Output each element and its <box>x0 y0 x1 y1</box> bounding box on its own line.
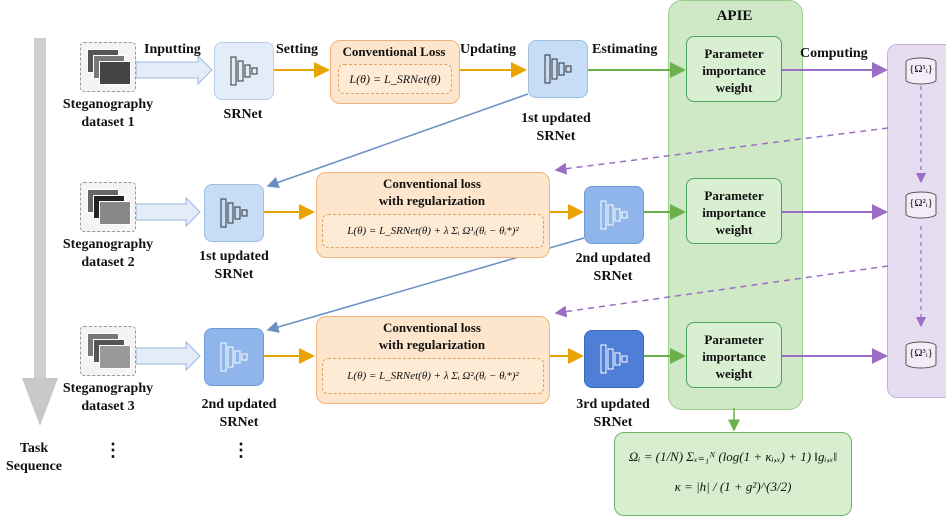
param-3-line-1: Parameter <box>704 332 764 347</box>
dataset-2-icon <box>80 182 136 232</box>
param-2-line-3: weight <box>715 222 753 237</box>
formula-kappa: κ = |h| / (1 + g²)^(3/2) <box>674 479 792 494</box>
srnet-2-updated-label-1: 2nd updated <box>575 251 651 266</box>
srnet-3-updated-label-2: SRNet <box>593 415 633 430</box>
omega-3-label: {Ω³ᵢ} <box>909 347 933 359</box>
dataset-2-label-1: Steganography <box>62 237 154 252</box>
dataset-1-label-2: dataset 1 <box>81 115 135 130</box>
srnet-3-input-label-1: 2nd updated <box>201 397 277 412</box>
srnet-1-icon <box>214 42 274 100</box>
param-1-line-1: Parameter <box>704 46 764 61</box>
param-box-3: Parameter importance weight <box>686 322 782 388</box>
srnet-3-input-icon <box>204 328 264 386</box>
loss-2-formula: L(θ) = L_SRNet(θ) + λ Σᵢ Ω¹ᵢ(θᵢ − θᵢ*)² <box>322 214 544 248</box>
param-box-2: Parameter importance weight <box>686 178 782 244</box>
srnet-1-updated-label-1: 1st updated <box>521 111 591 126</box>
srnet-3-input-label-2: SRNet <box>219 415 259 430</box>
srnet-1-updated-label-2: SRNet <box>536 129 576 144</box>
estimating-label: Estimating <box>592 42 658 57</box>
srnet-1-label: SRNet <box>223 107 263 122</box>
omega-1-label: {Ω¹ᵢ} <box>909 63 933 75</box>
omega-3-icon <box>905 341 937 369</box>
loss-1-formula: L(θ) = L_SRNet(θ) <box>338 64 452 94</box>
formula-omega: Ωᵢ = (1/N) Σₓ₌₁ᴺ (log(1 + κᵢ,ₓ) + 1) ‖gᵢ… <box>628 449 838 464</box>
omega-2-icon <box>905 191 937 219</box>
param-1-line-2: importance <box>702 63 766 78</box>
omega-panel <box>887 44 946 398</box>
dataset-2-label-2: dataset 2 <box>81 255 135 270</box>
computing-label: Computing <box>800 46 868 61</box>
param-box-1: Parameter importance weight <box>686 36 782 102</box>
srnet-2-updated-icon <box>584 186 644 244</box>
ellipsis-datasets: ⋮ <box>104 440 122 460</box>
param-3-line-3: weight <box>715 366 753 381</box>
srnet-2-input-label-2: SRNet <box>214 267 254 282</box>
srnet-1-updated-icon <box>528 40 588 98</box>
loss-2-title-2: with regularization <box>378 193 486 208</box>
loss-3-formula: L(θ) = L_SRNet(θ) + λ Σᵢ Ω²ᵢ(θᵢ − θᵢ*)² <box>322 358 544 394</box>
loss-1-title: Conventional Loss <box>342 44 446 59</box>
param-2-line-1: Parameter <box>704 188 764 203</box>
sequence-label: Sequence <box>6 459 62 474</box>
dataset-1-icon <box>80 42 136 92</box>
param-3-line-2: importance <box>702 349 766 364</box>
srnet-3-updated-label-1: 3rd updated <box>576 397 650 412</box>
apie-title: APIE <box>716 8 753 24</box>
omega-2-label: {Ω²ᵢ} <box>909 197 933 209</box>
srnet-2-updated-label-2: SRNet <box>593 269 633 284</box>
srnet-2-input-icon <box>204 184 264 242</box>
srnet-2-input-label-1: 1st updated <box>199 249 269 264</box>
inputting-label: Inputting <box>144 42 201 57</box>
dataset-3-icon <box>80 326 136 376</box>
setting-label: Setting <box>276 42 318 57</box>
dataset-1-label-1: Steganography <box>62 97 154 112</box>
param-1-line-3: weight <box>715 80 753 95</box>
srnet-3-updated-icon <box>584 330 644 388</box>
importance-formula-box: Ωᵢ = (1/N) Σₓ₌₁ᴺ (log(1 + κᵢ,ₓ) + 1) ‖gᵢ… <box>614 432 852 516</box>
dataset-3-label-1: Steganography <box>62 381 154 396</box>
ellipsis-models: ⋮ <box>232 440 250 460</box>
loss-3-title-1: Conventional loss <box>383 320 481 335</box>
task-sequence-arrow <box>22 38 58 426</box>
loss-3-title-2: with regularization <box>378 337 486 352</box>
loss-2-title-1: Conventional loss <box>383 176 481 191</box>
task-label: Task <box>19 441 49 456</box>
omega-1-icon <box>905 57 937 85</box>
param-2-line-2: importance <box>702 205 766 220</box>
updating-label: Updating <box>460 42 517 57</box>
dataset-3-label-2: dataset 3 <box>81 399 135 414</box>
